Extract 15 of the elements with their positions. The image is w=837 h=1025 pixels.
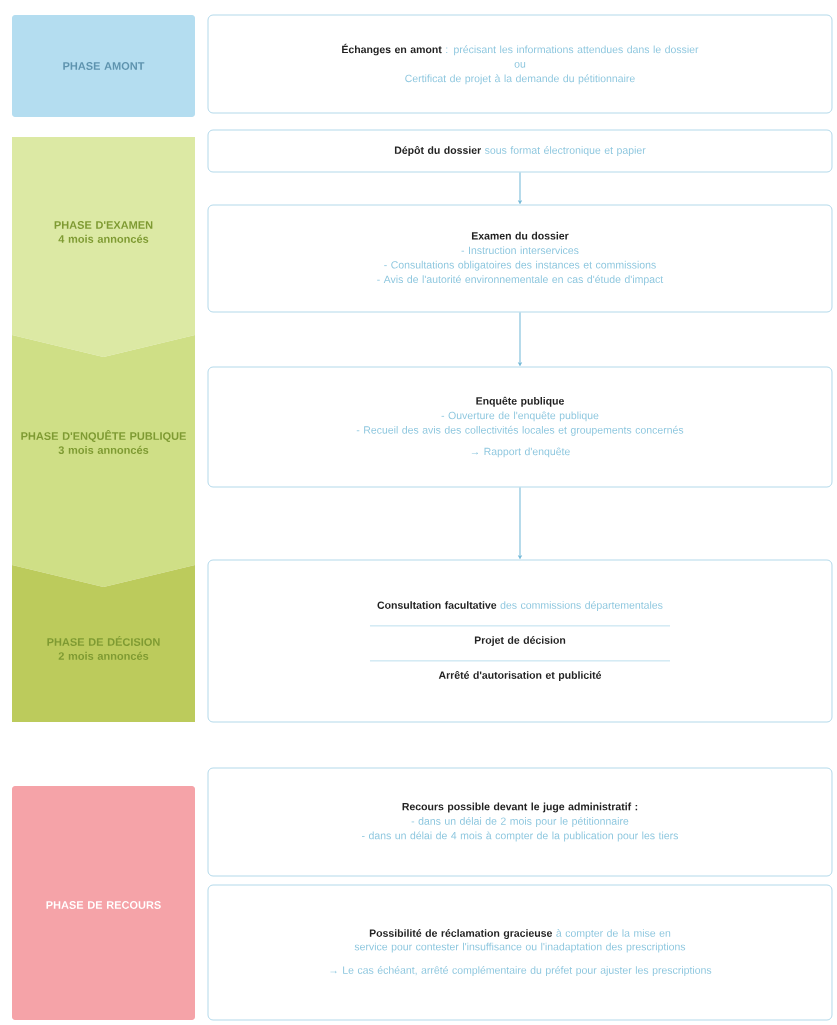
step-box: Échanges en amont : précisant les informations attendues dans le dossier ou Certificat de projet à la demande du pétitionnaire — [207, 14, 833, 114]
step-box: Consultation facultative des commissions départementales Projet de décision Arrêté d'autorisation et publicité — [207, 559, 833, 723]
arrow — [518, 311, 522, 367]
arrow — [518, 486, 522, 560]
phase-band: PHASE D'EXAMEN 4 mois annoncés — [12, 137, 195, 357]
phase-band: PHASE D'ENQUÊTE PUBLIQUE 3 mois annoncés — [12, 335, 195, 587]
phase-band: PHASE DE RECOURS — [12, 786, 195, 1020]
step-box: Dépôt du dossier sous format électronique et papier — [207, 129, 833, 173]
phase-band: PHASE AMONT — [12, 15, 195, 117]
step-box: Enquête publique - Ouverture de l'enquête publique - Recueil des avis des collectivités locales et groupements concernés → Rapport d'enquête — [207, 366, 833, 488]
arrow — [518, 171, 522, 205]
phase-band: PHASE DE DÉCISION 2 mois annoncés — [12, 565, 195, 722]
step-box: Examen du dossier - Instruction interservices - Consultations obligatoires des instances et commissions - Avis de l'autorité environnementale en cas d'étude d'impact — [207, 204, 833, 313]
step-box: Recours possible devant le juge administratif : - dans un délai de 2 mois pour le pétitionnaire - dans un délai de 4 mois à compter de la publication pour les tiers — [207, 767, 833, 877]
step-box: Possibilité de réclamation gracieuse à compter de la mise en service pour contester l'insuffisance ou l'inadaptation des prescriptions → Le cas échéant, arrêté complémentaire du préfet pour ajuster les prescriptions — [207, 884, 833, 1021]
